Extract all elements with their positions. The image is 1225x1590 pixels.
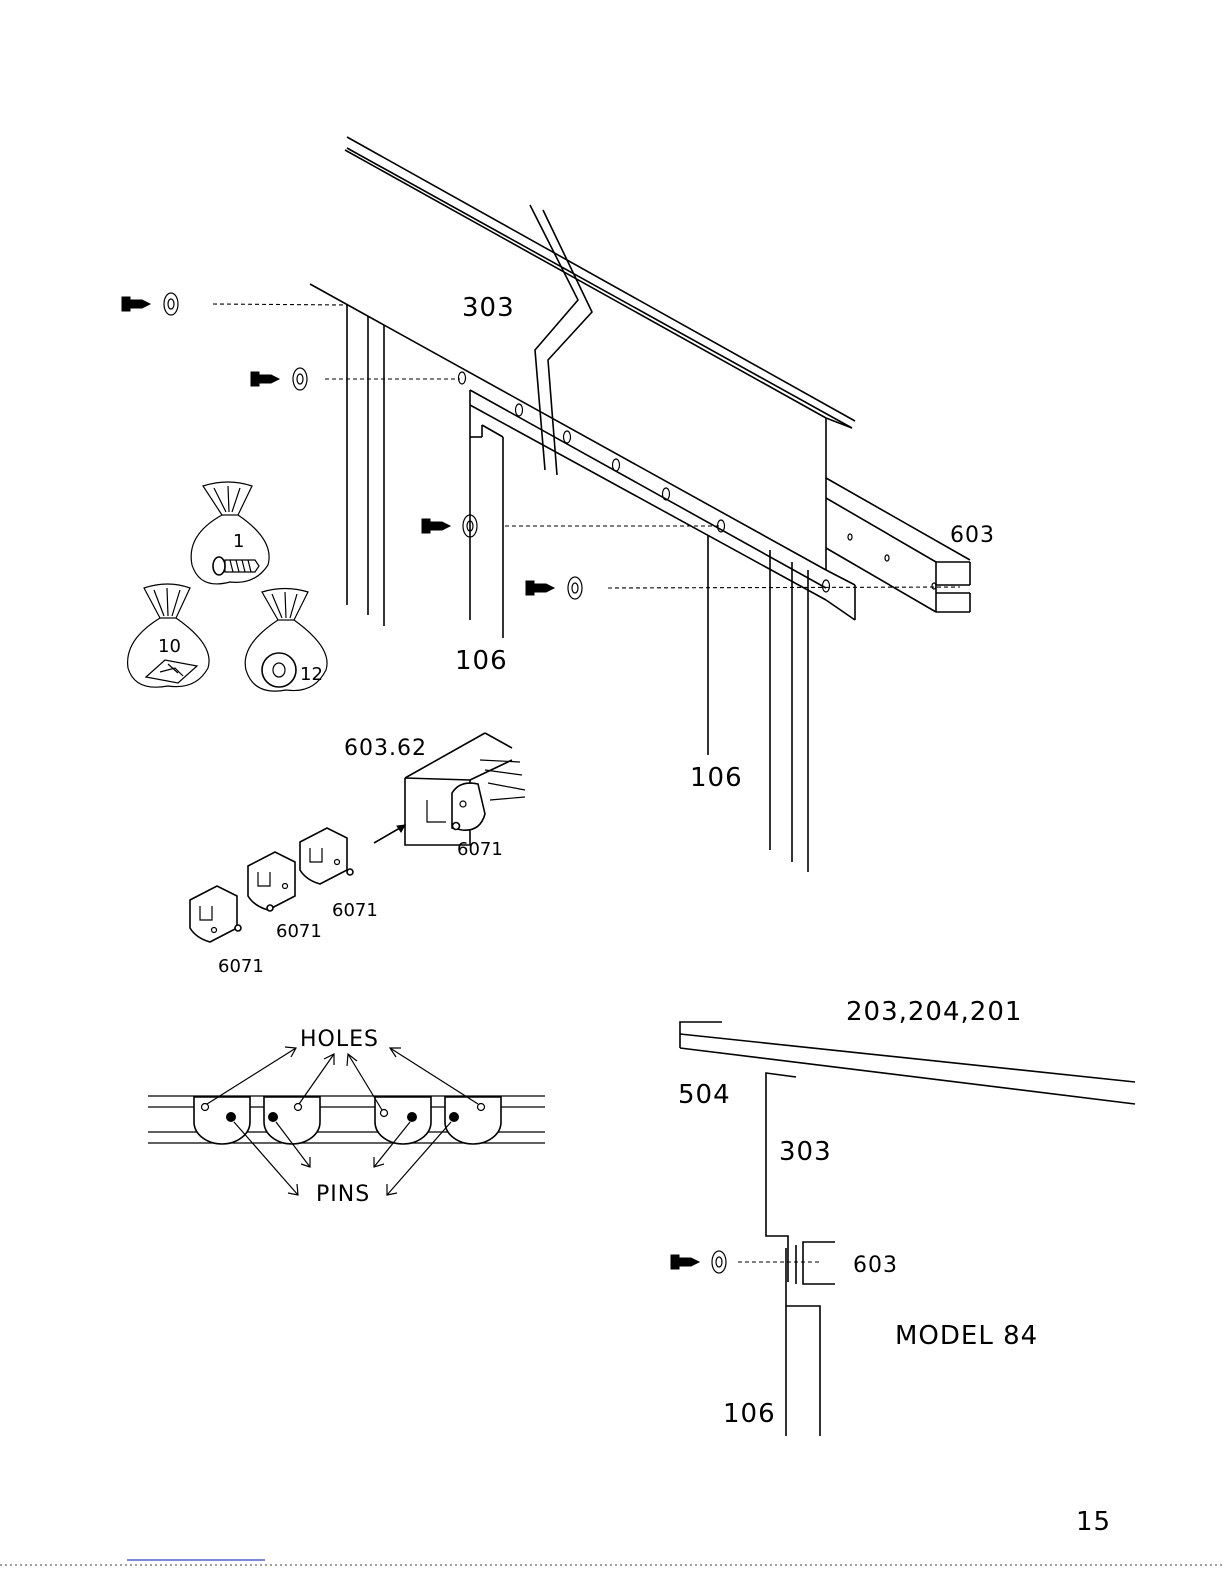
hardware-bag-12: 12: [245, 589, 327, 692]
label-203-204-201: 203,204,201: [846, 997, 1022, 1027]
screw-washer-set-1: [122, 293, 347, 315]
label-106-left: 106: [455, 646, 508, 676]
clip-6071-3: 6071: [300, 828, 378, 921]
label-303: 303: [462, 293, 515, 323]
label-504: 504: [678, 1080, 731, 1110]
hardware-bag-1: 1: [191, 482, 269, 584]
label-pins: PINS: [316, 1182, 370, 1207]
label-603: 603: [950, 523, 995, 548]
label-6071-d: 6071: [218, 956, 264, 977]
holes-pins-detail: HOLES PINS: [148, 1027, 545, 1207]
bag-1-number: 1: [233, 531, 244, 552]
hardware-bag-10: 10: [128, 584, 209, 687]
label-303-section: 303: [779, 1137, 832, 1167]
label-6071-on-channel: 6071: [457, 839, 503, 860]
bag-12-number: 12: [300, 664, 323, 685]
label-106-right: 106: [690, 763, 743, 793]
label-603-section: 603: [853, 1253, 898, 1278]
bottom-rule: [0, 1560, 1225, 1565]
end-cap-detail: 603.62 6071: [344, 733, 525, 860]
label-model: MODEL 84: [895, 1321, 1038, 1351]
section-view: 203,204,201 504 303 603 106 MODEL 84: [671, 997, 1135, 1436]
label-holes: HOLES: [300, 1027, 379, 1052]
label-603-62: 603.62: [344, 736, 427, 761]
label-106-section: 106: [723, 1399, 776, 1429]
page-number: 15: [1076, 1507, 1111, 1537]
label-6071-b: 6071: [276, 921, 322, 942]
bag-10-number: 10: [158, 636, 181, 657]
screw-washer-set-2: [251, 368, 460, 390]
main-assembly-drawing: [310, 137, 970, 872]
label-6071-c: 6071: [332, 900, 378, 921]
